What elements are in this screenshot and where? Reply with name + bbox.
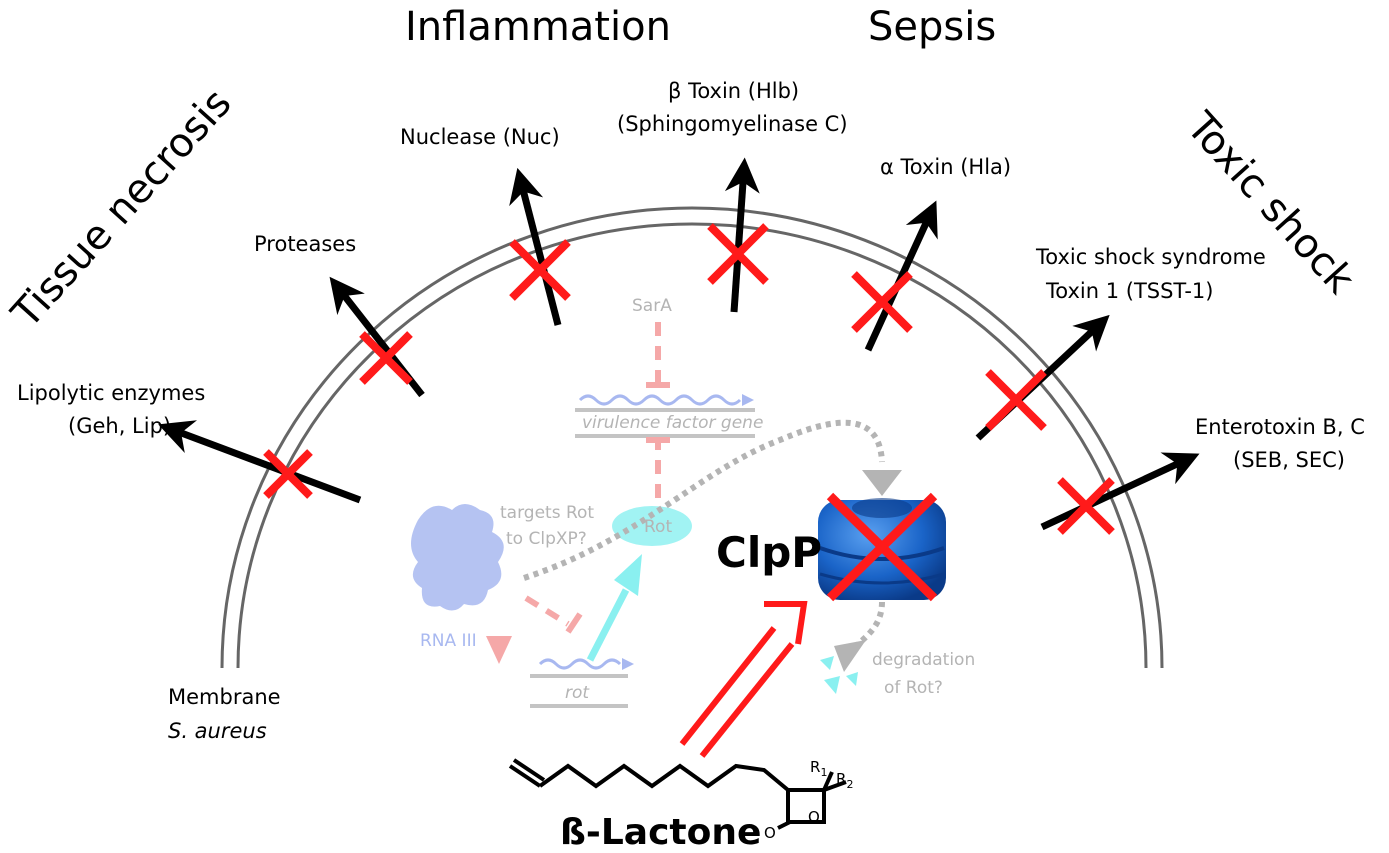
label-virulence-gene: virulence factor gene xyxy=(582,413,763,433)
clpp-protease: ClpP xyxy=(716,492,946,602)
label-s-aureus: S. aureus xyxy=(168,719,267,743)
block-cross-lipolytic xyxy=(263,449,313,499)
block-cross-tsst xyxy=(985,369,1047,431)
label-degradation-2: of Rot? xyxy=(884,678,943,698)
label-tsst-1: Toxic shock syndrome xyxy=(1035,245,1266,269)
rot-to-clpxp-path xyxy=(523,419,885,581)
label-lipolytic-1: Lipolytic enzymes xyxy=(17,381,205,405)
rot-protein xyxy=(612,506,692,546)
factor-labels: Lipolytic enzymes (Geh, Lip) Proteases N… xyxy=(17,79,1365,743)
label-tsst-2: Toxin 1 (TSST-1) xyxy=(1045,279,1213,303)
label-enterotoxin-1: Enterotoxin B, C xyxy=(1195,415,1365,439)
outcome-inflammation: Inflammation xyxy=(405,4,671,50)
rot-to-clpxp-arrowhead xyxy=(862,470,902,496)
block-crosses xyxy=(263,223,1115,535)
label-membrane: Membrane xyxy=(168,685,281,709)
label-beta-lactone: ß-Lactone xyxy=(560,812,761,853)
label-enterotoxin-2: (SEB, SEC) xyxy=(1233,448,1345,472)
virulence-gene: virulence factor gene xyxy=(575,394,763,438)
arrow-beta-toxin xyxy=(724,157,760,313)
outcome-toxic-shock: Toxic shock xyxy=(1177,103,1364,303)
degradation-arrowhead xyxy=(834,640,866,672)
beta-lactone-structure xyxy=(508,758,847,830)
secretion-arrows xyxy=(158,157,1200,531)
label-alpha-toxin: α Toxin (Hla) xyxy=(880,155,1011,179)
arrow-nuclease xyxy=(509,167,562,326)
cell-membrane xyxy=(220,206,1164,669)
label-beta-toxin-2: (Sphingomyelinase C) xyxy=(617,112,848,136)
label-rot-gene: rot xyxy=(565,683,590,703)
outcome-sepsis: Sepsis xyxy=(868,4,996,50)
regulatory-network: SarA virulence factor gene Rot targets R… xyxy=(411,296,975,708)
label-rot: Rot xyxy=(644,517,672,537)
arrow-enterotoxin xyxy=(1040,452,1200,531)
label-r1: R1 xyxy=(810,758,827,779)
label-rna-iii: RNA III xyxy=(420,631,477,651)
rna-iii-arrowhead xyxy=(486,636,512,664)
label-targets-2: to ClpXP? xyxy=(506,529,587,549)
label-lipolytic-2: (Geh, Lip) xyxy=(68,414,171,438)
label-clpp: ClpP xyxy=(716,528,822,577)
block-cross-proteases xyxy=(359,331,413,385)
inhibition-sara xyxy=(646,322,670,388)
inhibition-rna-iii xyxy=(524,595,583,634)
label-targets-1: targets Rot xyxy=(500,503,594,523)
rna-iii-structure xyxy=(411,504,504,611)
label-r2: R2 xyxy=(836,770,853,791)
rot-expression-arrow xyxy=(586,588,630,662)
rot-gene: rot xyxy=(530,658,634,708)
block-cross-beta-toxin xyxy=(707,223,769,285)
degradation-path xyxy=(847,601,885,655)
block-cross-alpha-toxin xyxy=(851,271,913,333)
lactone-inhibition-arrow xyxy=(679,601,808,758)
label-degradation-1: degradation xyxy=(872,650,975,670)
rot-fragments xyxy=(820,656,858,694)
inhibition-rot xyxy=(646,437,670,498)
outcome-tissue-necrosis: Tissue necrosis xyxy=(3,80,241,337)
block-cross-nuclease xyxy=(509,239,571,301)
label-nuclease: Nuclease (Nuc) xyxy=(400,125,560,149)
rot-expression-arrowhead xyxy=(614,554,642,596)
label-proteases: Proteases xyxy=(254,232,356,256)
arrow-lipolytic xyxy=(158,420,362,504)
block-cross-enterotoxin xyxy=(1057,477,1115,535)
label-carbonyl-oxygen: O xyxy=(764,824,776,842)
label-sara: SarA xyxy=(632,296,672,316)
label-beta-toxin-1: β Toxin (Hlb) xyxy=(668,79,799,103)
label-ring-oxygen: O xyxy=(808,808,820,826)
block-cross-clpp xyxy=(826,492,938,602)
